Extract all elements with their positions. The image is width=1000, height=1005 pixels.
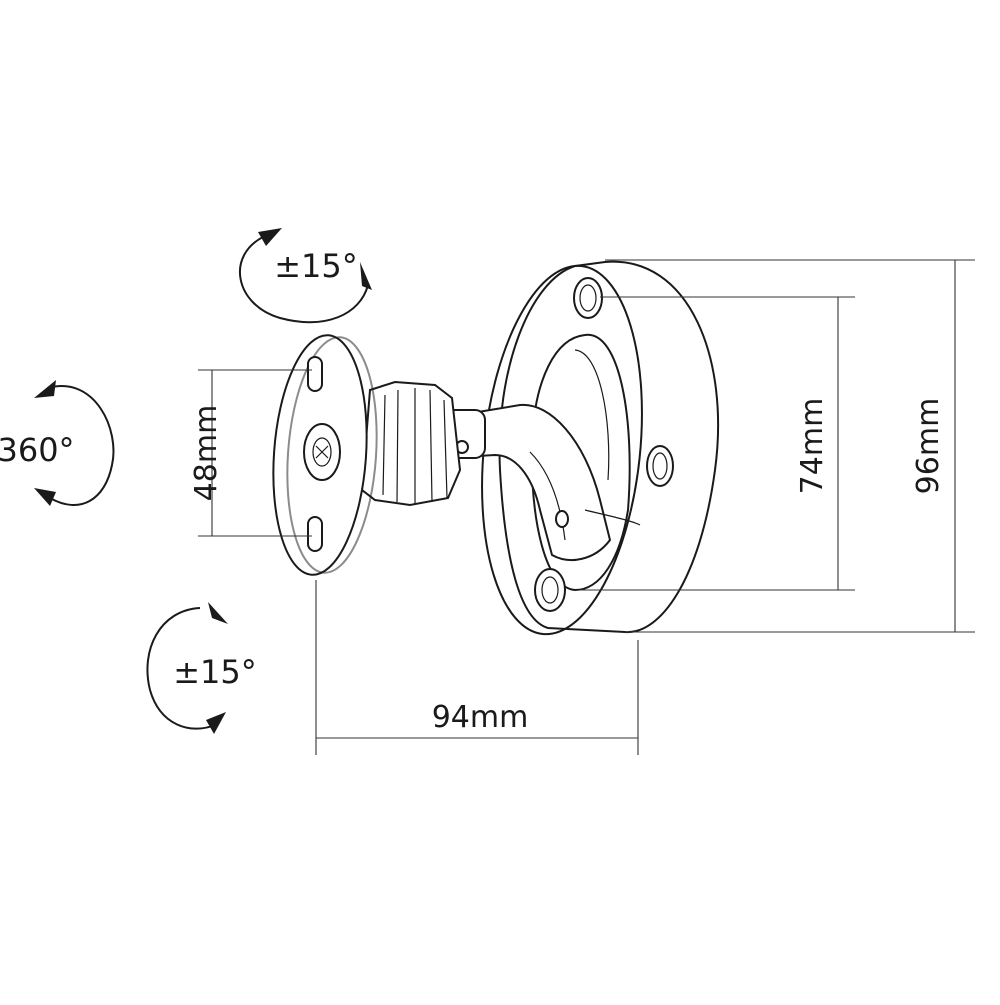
- label-96mm: 96mm: [911, 398, 946, 495]
- plate-slot-top: [307, 356, 323, 392]
- label-48mm: 48mm: [189, 405, 224, 502]
- base-screw-bottom: [534, 568, 566, 612]
- label-74mm: 74mm: [795, 398, 830, 495]
- arrowhead-icon: [34, 488, 56, 506]
- dim-48mm: [198, 369, 312, 537]
- arrowhead-icon: [360, 262, 372, 290]
- arrowhead-icon: [206, 712, 226, 734]
- rotation-swivel: [34, 380, 115, 506]
- arrowhead-icon: [258, 228, 282, 246]
- swivel-joint: [348, 380, 486, 507]
- rotation-top: [238, 228, 372, 324]
- label-bottom-tilt: ±15°: [173, 653, 257, 691]
- label-swivel: 360°: [0, 431, 75, 469]
- plate-slot-bottom: [307, 516, 323, 552]
- arrowhead-icon: [208, 602, 228, 624]
- mounting-plate: [272, 334, 378, 576]
- arm-pivot-screw: [555, 510, 569, 528]
- base-screw-right: [646, 445, 674, 487]
- base-screw-top: [573, 277, 603, 319]
- rotation-bottom: [146, 602, 228, 734]
- wall-base: [477, 260, 719, 636]
- label-top-tilt: ±15°: [274, 247, 358, 285]
- dim-74mm: [580, 296, 855, 591]
- dim-96mm: [605, 259, 975, 633]
- arrowhead-icon: [34, 380, 56, 398]
- label-94mm: 94mm: [432, 700, 529, 735]
- dim-94mm: [315, 580, 639, 755]
